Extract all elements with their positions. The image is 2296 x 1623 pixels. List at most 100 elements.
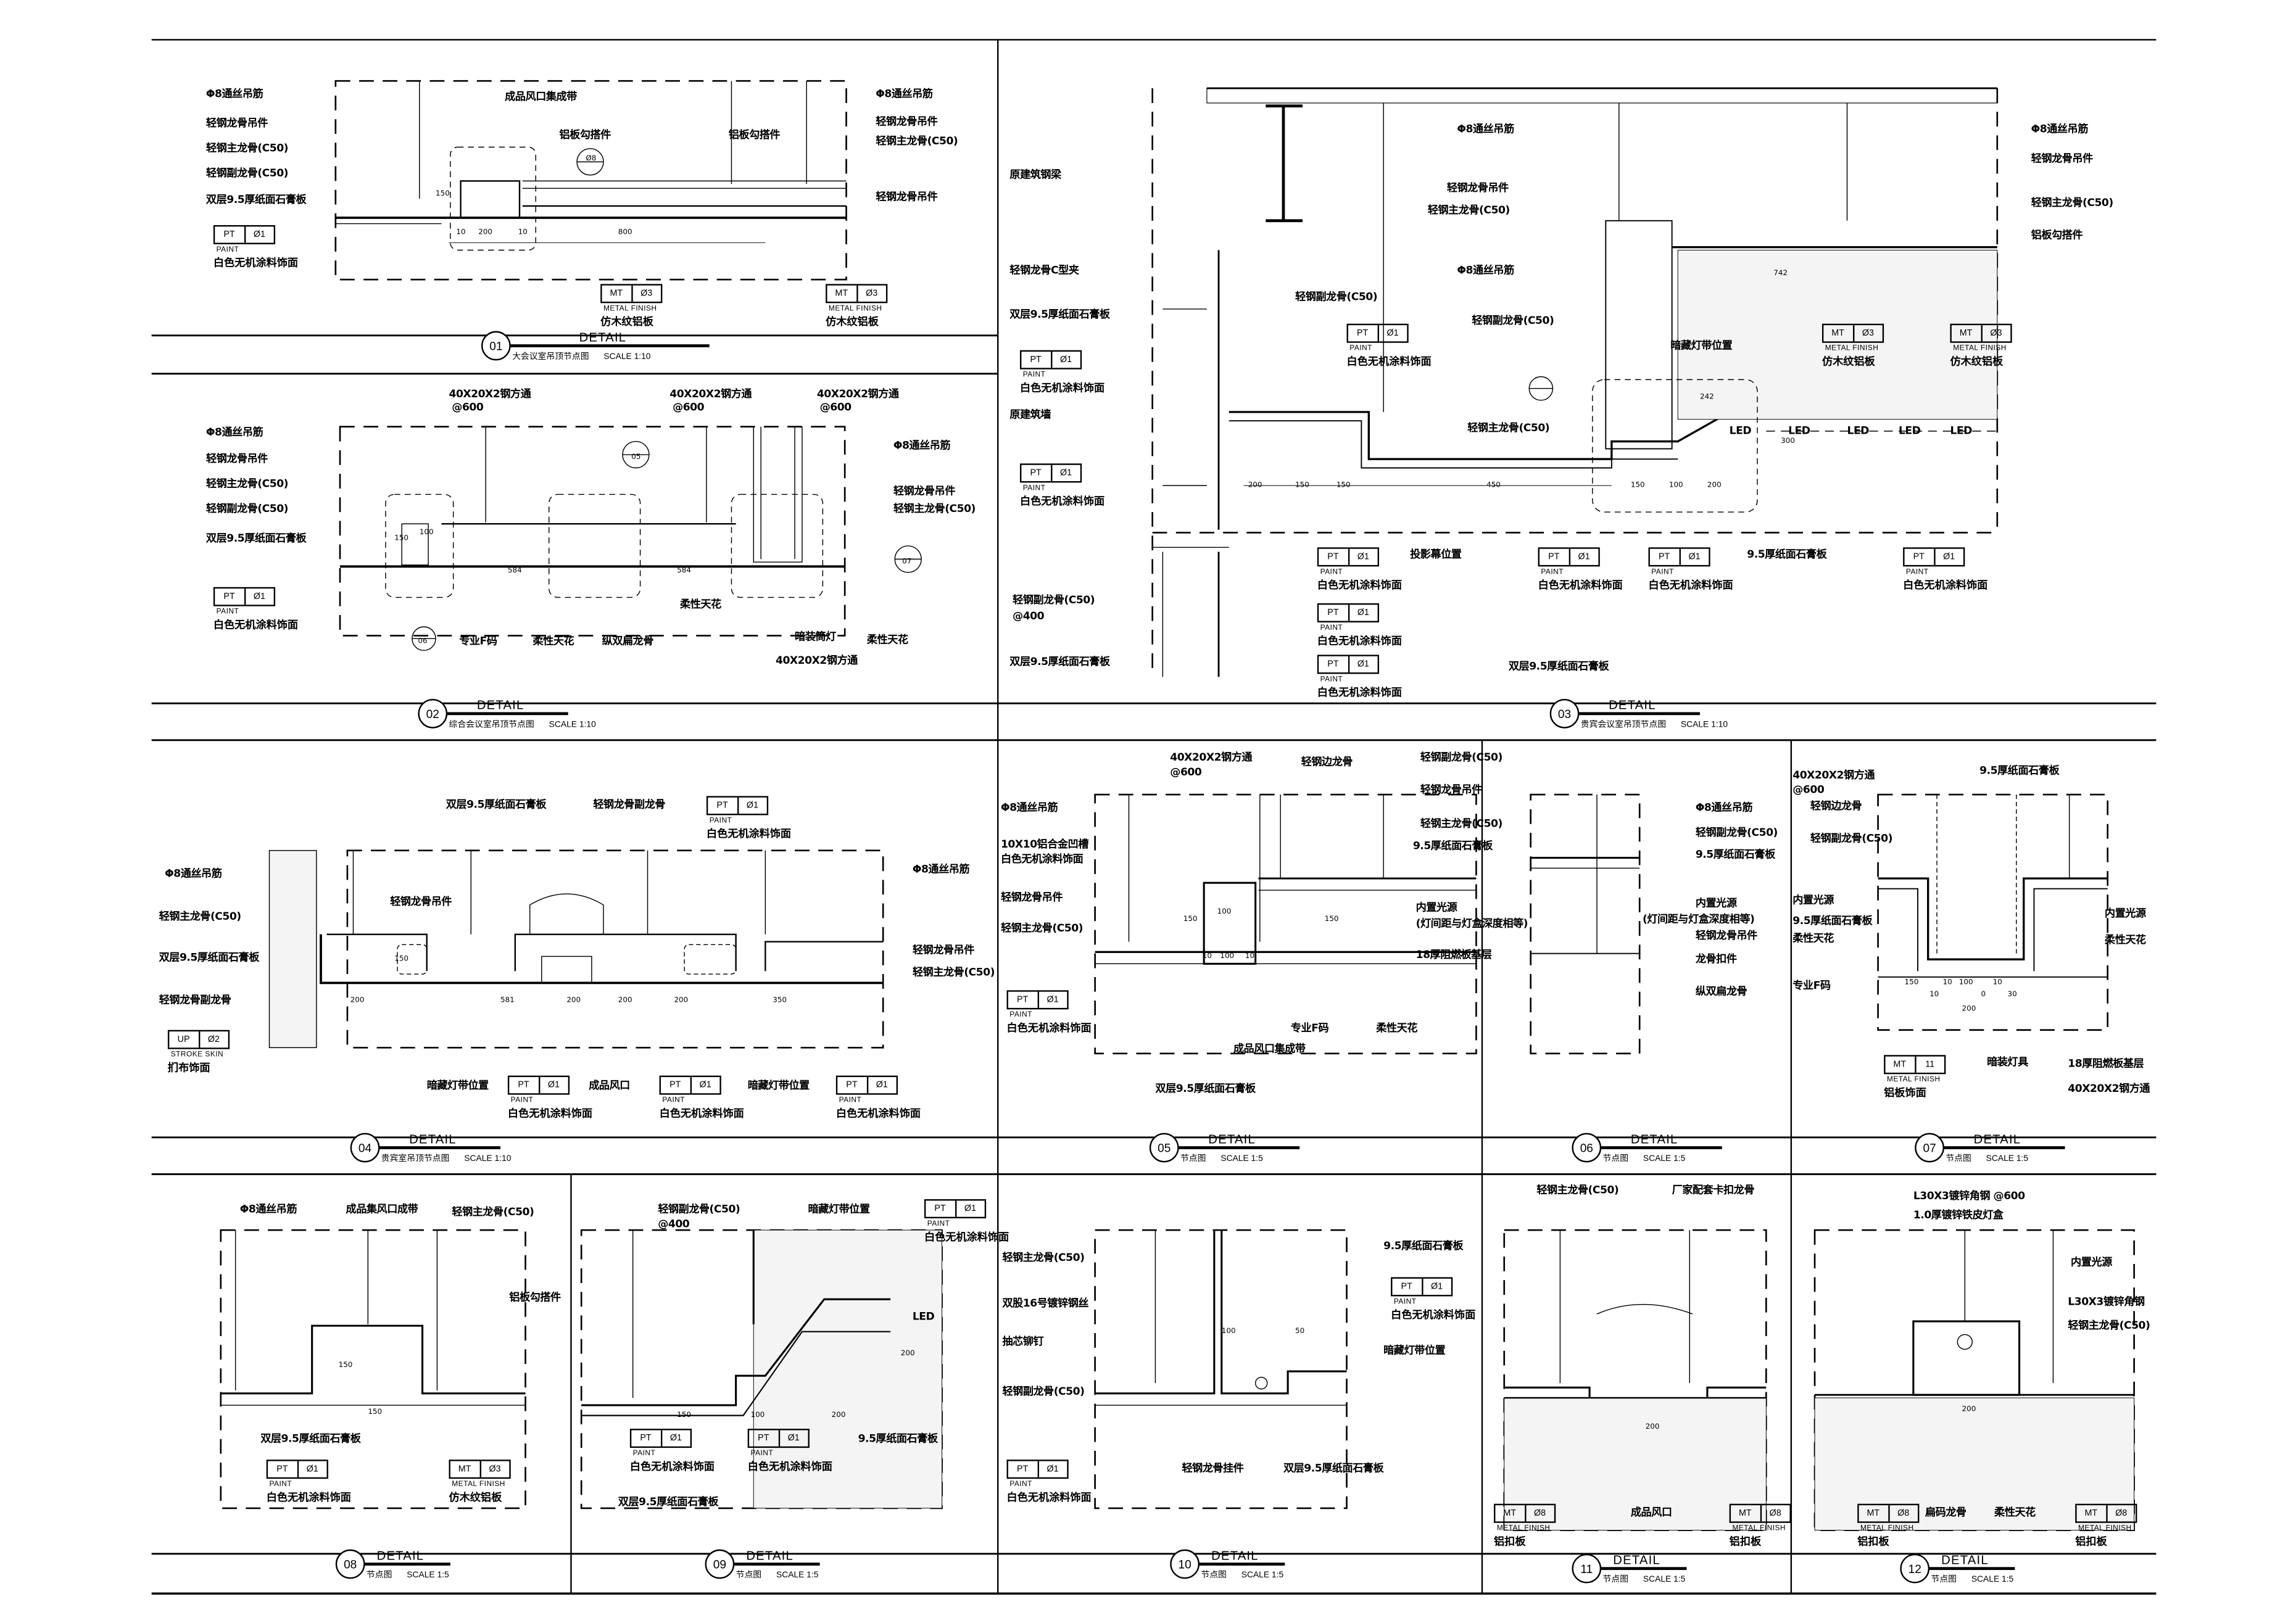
callout-label: 纵双扁龙骨 [1695, 984, 1747, 998]
callout-label: 轻钢主龙骨(C50) [1467, 421, 1550, 434]
material-description: 扪布饰面 [167, 1060, 210, 1075]
callout-label: 成品风口 [589, 1078, 630, 1092]
callout-label: 轻钢主龙骨(C50) [876, 134, 958, 147]
detail-number-bubble: 04 [350, 1133, 380, 1163]
callout-label: 轻钢龙骨吊件 [1446, 181, 1509, 194]
detail-name: 节点图 [1180, 1155, 1206, 1164]
material-type: METAL FINISH [1860, 1524, 1914, 1534]
dimension-text: 150 [394, 534, 409, 543]
detail-heading: DETAIL [1973, 1131, 2021, 1147]
detail-heading: DETAIL [1613, 1552, 1660, 1567]
material-number: Ø3 [489, 1464, 501, 1474]
callout-label: 轻钢龙骨吊件 [205, 116, 268, 130]
detail-scale: SCALE 1:5 [776, 1571, 819, 1580]
callout-label: 轻钢主龙骨(C50) [1536, 1183, 1619, 1197]
callout-label: 暗藏灯带位置 [426, 1078, 489, 1092]
callout-label: 轻钢龙骨吊件 [1420, 782, 1483, 796]
callout-label: 成品集风口成带 [346, 1202, 418, 1216]
material-code: MT [450, 1461, 481, 1477]
callout-label: 9.5厚纸面石膏板 [1412, 838, 1493, 853]
callout-label: Φ8通丝吊筋 [1000, 800, 1058, 814]
callout-label: 轻钢主龙骨(C50) [205, 476, 289, 490]
callout-label: 轻钢副龙骨(C50) [1810, 831, 1893, 845]
material-code: MT [1952, 325, 1982, 342]
callout-label: 轻钢副龙骨(C50) [1472, 313, 1554, 327]
callout-label: 铝板勾搭件 [559, 128, 611, 141]
dimension-text: 10 [1202, 952, 1212, 961]
callout-label: Φ8通丝吊筋 [2031, 122, 2089, 136]
detail-scale: SCALE 1:5 [407, 1571, 449, 1580]
material-type: PAINT [1651, 568, 1674, 577]
callout-label: 内置光源 [1792, 893, 1834, 907]
material-number: Ø8 [2115, 1509, 2128, 1518]
title-underline [376, 1146, 500, 1149]
callout-label: LED [1847, 423, 1870, 437]
callout-label: 9.5厚纸面石膏板 [1747, 547, 1827, 561]
material-number: Ø1 [1386, 329, 1399, 338]
material-number: Ø3 [640, 289, 653, 299]
callout-label: @600 [1170, 765, 1202, 778]
callout-label: 专业F码 [1290, 1021, 1329, 1035]
callout-label: 柔性天花 [1376, 1021, 1417, 1035]
detail-heading: DETAIL [1211, 1548, 1259, 1563]
dimension-text: Ø8 [586, 154, 597, 163]
material-number: Ø1 [699, 1080, 711, 1090]
callout-label: 轻钢主龙骨(C50) [1002, 1250, 1085, 1264]
callout-label: 成品风口集成带 [1233, 1041, 1306, 1055]
material-description: 白色无机涂料饰面 [747, 1460, 832, 1473]
dimension-text: 150 [1324, 915, 1339, 924]
material-description: 白色无机涂料饰面 [1006, 1490, 1092, 1504]
callout-label: 轻钢副龙骨(C50) [1002, 1384, 1085, 1398]
dimension-text: 150 [677, 1411, 691, 1420]
material-number: Ø1 [1578, 552, 1590, 561]
callout-label: (灯间距与灯盒深度相等) [1642, 912, 1755, 926]
detail-number-bubble: 11 [1572, 1553, 1602, 1584]
dimension-text: 07 [902, 558, 912, 567]
title-underline [507, 344, 710, 347]
material-code: PT [268, 1461, 299, 1477]
callout-label: 双层9.5厚纸面石膏板 [1009, 655, 1110, 668]
material-type: PAINT [1905, 568, 1929, 577]
callout-label: @600 [673, 400, 705, 414]
detail-05-linework [1095, 795, 1477, 965]
detail-name: 节点图 [366, 1571, 392, 1580]
material-type: PAINT [1349, 344, 1372, 353]
callout-label: @600 [452, 400, 484, 414]
material-code: MT [1859, 1505, 1889, 1522]
detail-name: 节点图 [1602, 1576, 1629, 1585]
dimension-text: 150 [394, 955, 409, 964]
material-number: Ø1 [1046, 995, 1059, 1004]
detail-number-bubble: 12 [1900, 1553, 1930, 1584]
material-code: PT [1319, 656, 1349, 673]
callout-label: 双层9.5厚纸面石膏板 [1508, 659, 1609, 673]
dimension-text: 200 [478, 228, 492, 237]
callout-label: Φ8通丝吊筋 [1457, 122, 1514, 136]
callout-label: 轻钢龙骨吊件 [876, 189, 938, 204]
detail-06-linework [1530, 795, 1640, 954]
material-type: PAINT [1009, 1010, 1032, 1020]
callout-label: 轻钢主龙骨(C50) [1420, 816, 1503, 830]
dimension-text: 100 [1668, 481, 1683, 490]
dimension-text: 100 [419, 528, 434, 537]
material-description: 铝扣板 [1494, 1534, 1526, 1548]
callout-label: 双层9.5厚纸面石膏板 [205, 531, 307, 545]
dimension-text: 200 [1707, 481, 1722, 490]
dimension-text: 10 [518, 228, 528, 237]
callout-label: 双层9.5厚纸面石膏板 [260, 1431, 361, 1445]
detail-07-linework [1878, 795, 2108, 978]
callout-label: 暗藏灯带位置 [1670, 338, 1733, 352]
